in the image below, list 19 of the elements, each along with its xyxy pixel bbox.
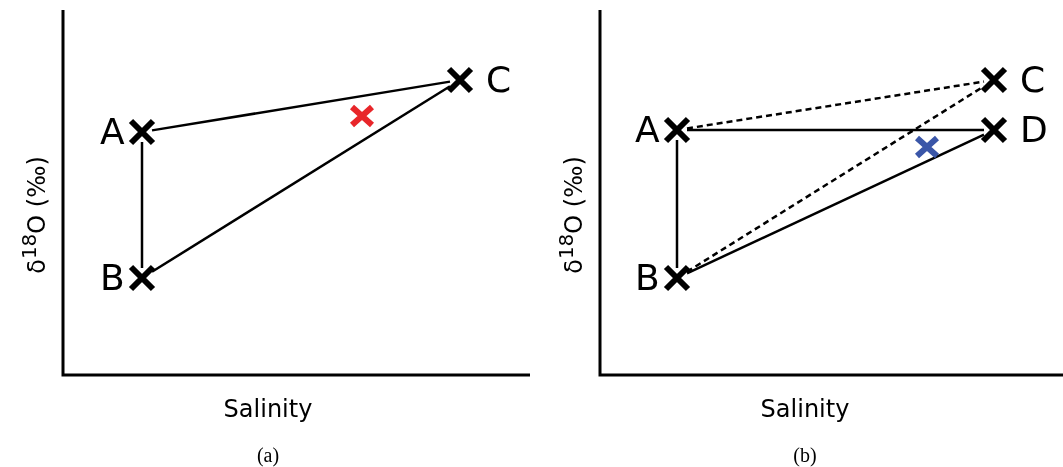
line — [140, 142, 144, 268]
axis-label: Salinity — [760, 395, 850, 423]
line — [687, 128, 984, 132]
panel-caption: (a) — [256, 443, 280, 467]
point-label: D — [1020, 112, 1048, 148]
point-label: A — [100, 114, 125, 150]
dashed-line — [686, 85, 985, 273]
panel-caption: (b) — [793, 443, 817, 467]
point-label: A — [635, 112, 660, 148]
axis-label: Salinity — [223, 395, 313, 423]
line — [151, 80, 451, 132]
point-label: B — [100, 260, 125, 296]
dashed-line — [686, 80, 985, 130]
point-label: B — [635, 260, 660, 296]
line — [686, 133, 985, 275]
point-label: C — [486, 62, 512, 98]
point-label: C — [1020, 62, 1046, 98]
line — [151, 85, 451, 273]
line — [675, 140, 679, 268]
